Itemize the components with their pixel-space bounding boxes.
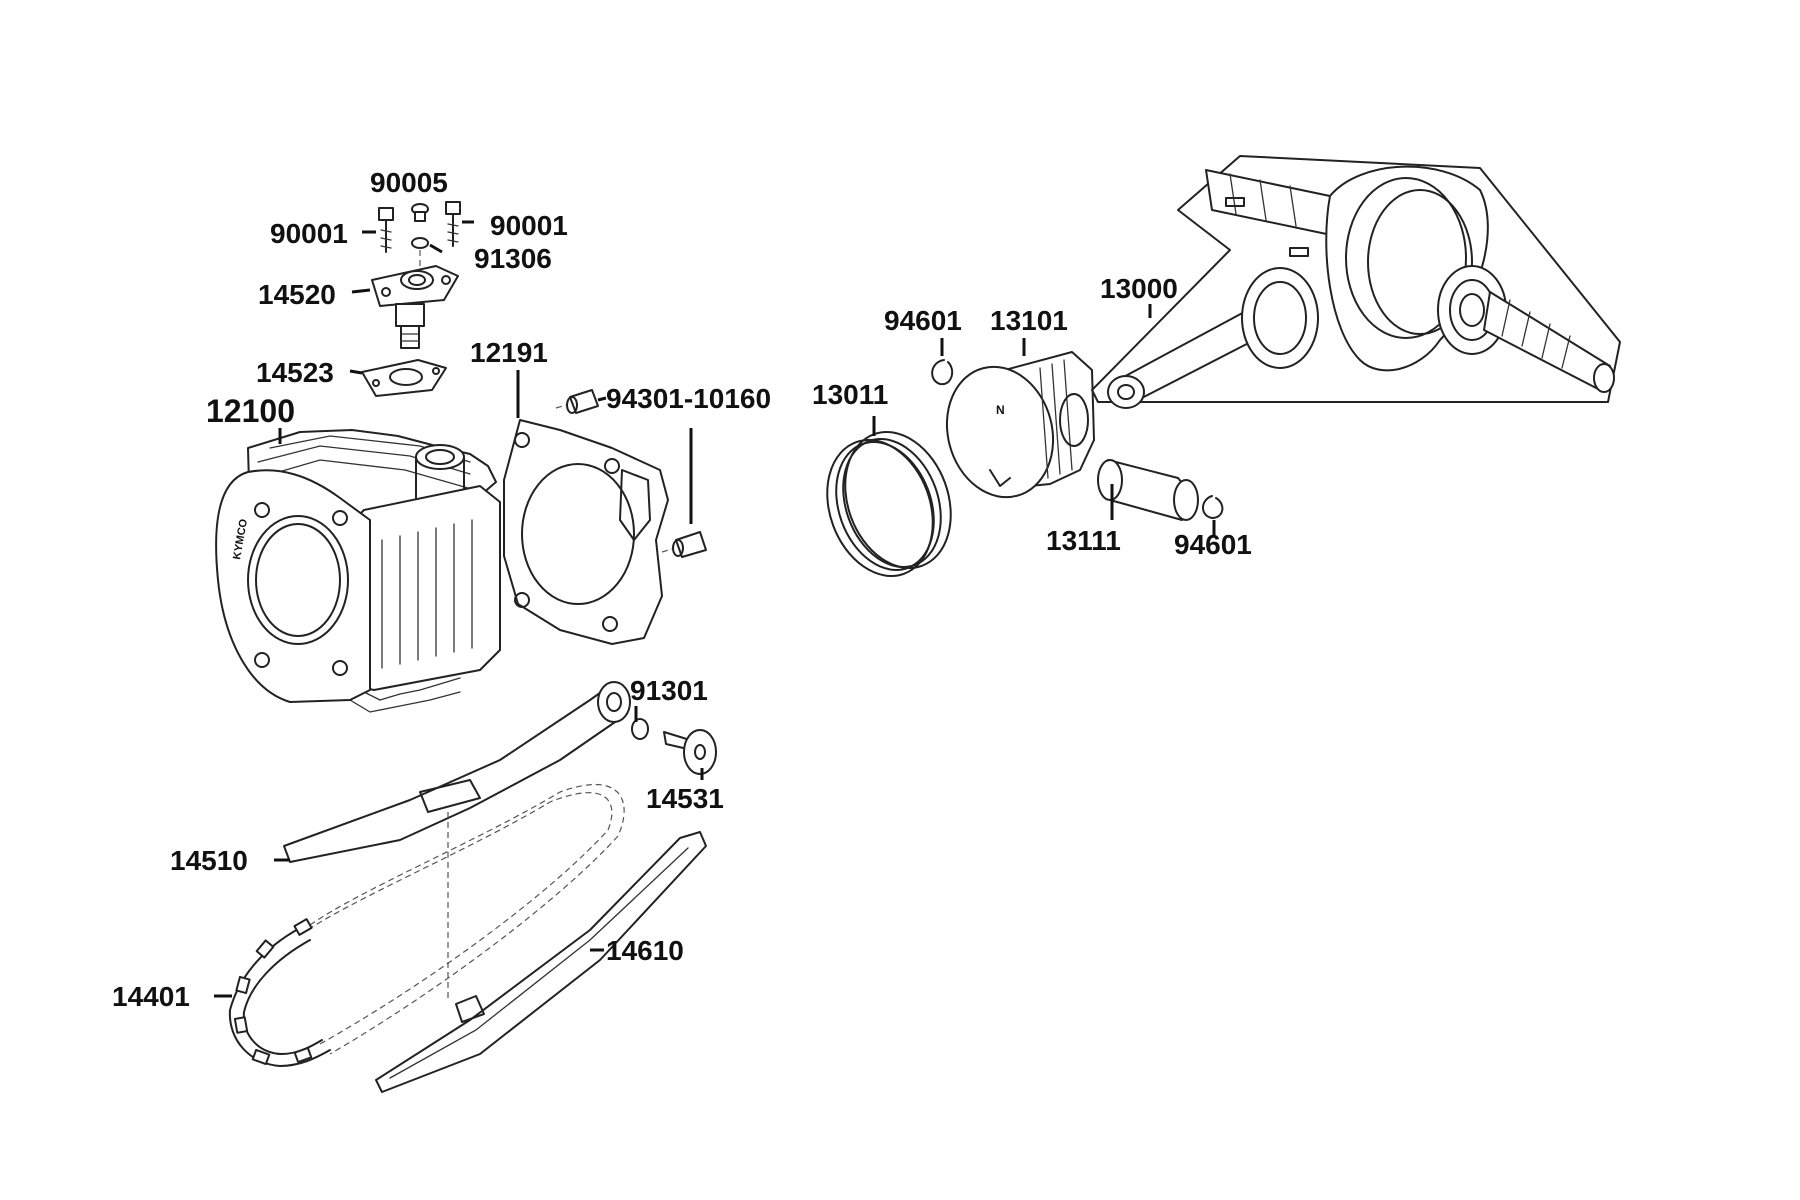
callout-94601-top: 94601 xyxy=(884,305,962,336)
cylinder-gasket-12191 xyxy=(503,419,669,645)
callout-14610: 14610 xyxy=(606,935,684,966)
callout-14520: 14520 xyxy=(258,279,336,310)
chain-guide-14610 xyxy=(375,831,707,1093)
piston-ring-set-13011 xyxy=(826,431,952,577)
piston-pin-clip-94601-right xyxy=(1202,495,1224,519)
callout-90001-right: 90001 xyxy=(490,210,568,241)
bolt-90001-right xyxy=(445,201,461,247)
callout-13101: 13101 xyxy=(990,305,1068,336)
callout-14531: 14531 xyxy=(646,783,724,814)
callout-90001-left: 90001 xyxy=(270,218,348,249)
washer-91306 xyxy=(411,237,429,249)
callout-14523: 14523 xyxy=(256,357,334,388)
piston-pin-clip-94601-left xyxy=(931,359,954,386)
callout-14401: 14401 xyxy=(112,981,190,1012)
cam-chain-14401 xyxy=(228,783,625,1067)
svg-text:N: N xyxy=(996,403,1005,417)
dowel-pin-94301-lower xyxy=(661,531,707,558)
tensioner-gasket-14523 xyxy=(361,359,447,397)
crankshaft-assembly-13000 xyxy=(1091,155,1621,409)
callout-14510: 14510 xyxy=(170,845,248,876)
piston-pin-13111 xyxy=(1097,459,1199,521)
bolt-90001-left xyxy=(378,207,394,253)
dowel-pin-94301-upper xyxy=(555,389,599,414)
cylinder-12100: KYMCO xyxy=(215,429,501,713)
pivot-bolt-14531 xyxy=(663,729,717,775)
callout-94301-10160: 94301-10160 xyxy=(606,383,771,414)
callout-13111: 13111 xyxy=(1046,525,1121,556)
callout-12191: 12191 xyxy=(470,337,548,368)
callout-91306: 91306 xyxy=(474,243,552,274)
callout-91301: 91301 xyxy=(630,675,708,706)
cam-chain-tensioner-14520 xyxy=(371,265,459,349)
callout-12100: 12100 xyxy=(206,393,295,429)
callout-94601-bottom: 94601 xyxy=(1174,529,1252,560)
washer-91301 xyxy=(631,718,649,740)
callout-13011: 13011 xyxy=(812,379,888,410)
callout-90005: 90005 xyxy=(370,167,448,198)
chain-tensioner-arm-14510 xyxy=(283,681,631,1000)
bolt-90005 xyxy=(411,203,429,222)
piston-13101: N xyxy=(945,351,1095,499)
callout-13000: 13000 xyxy=(1100,273,1178,304)
